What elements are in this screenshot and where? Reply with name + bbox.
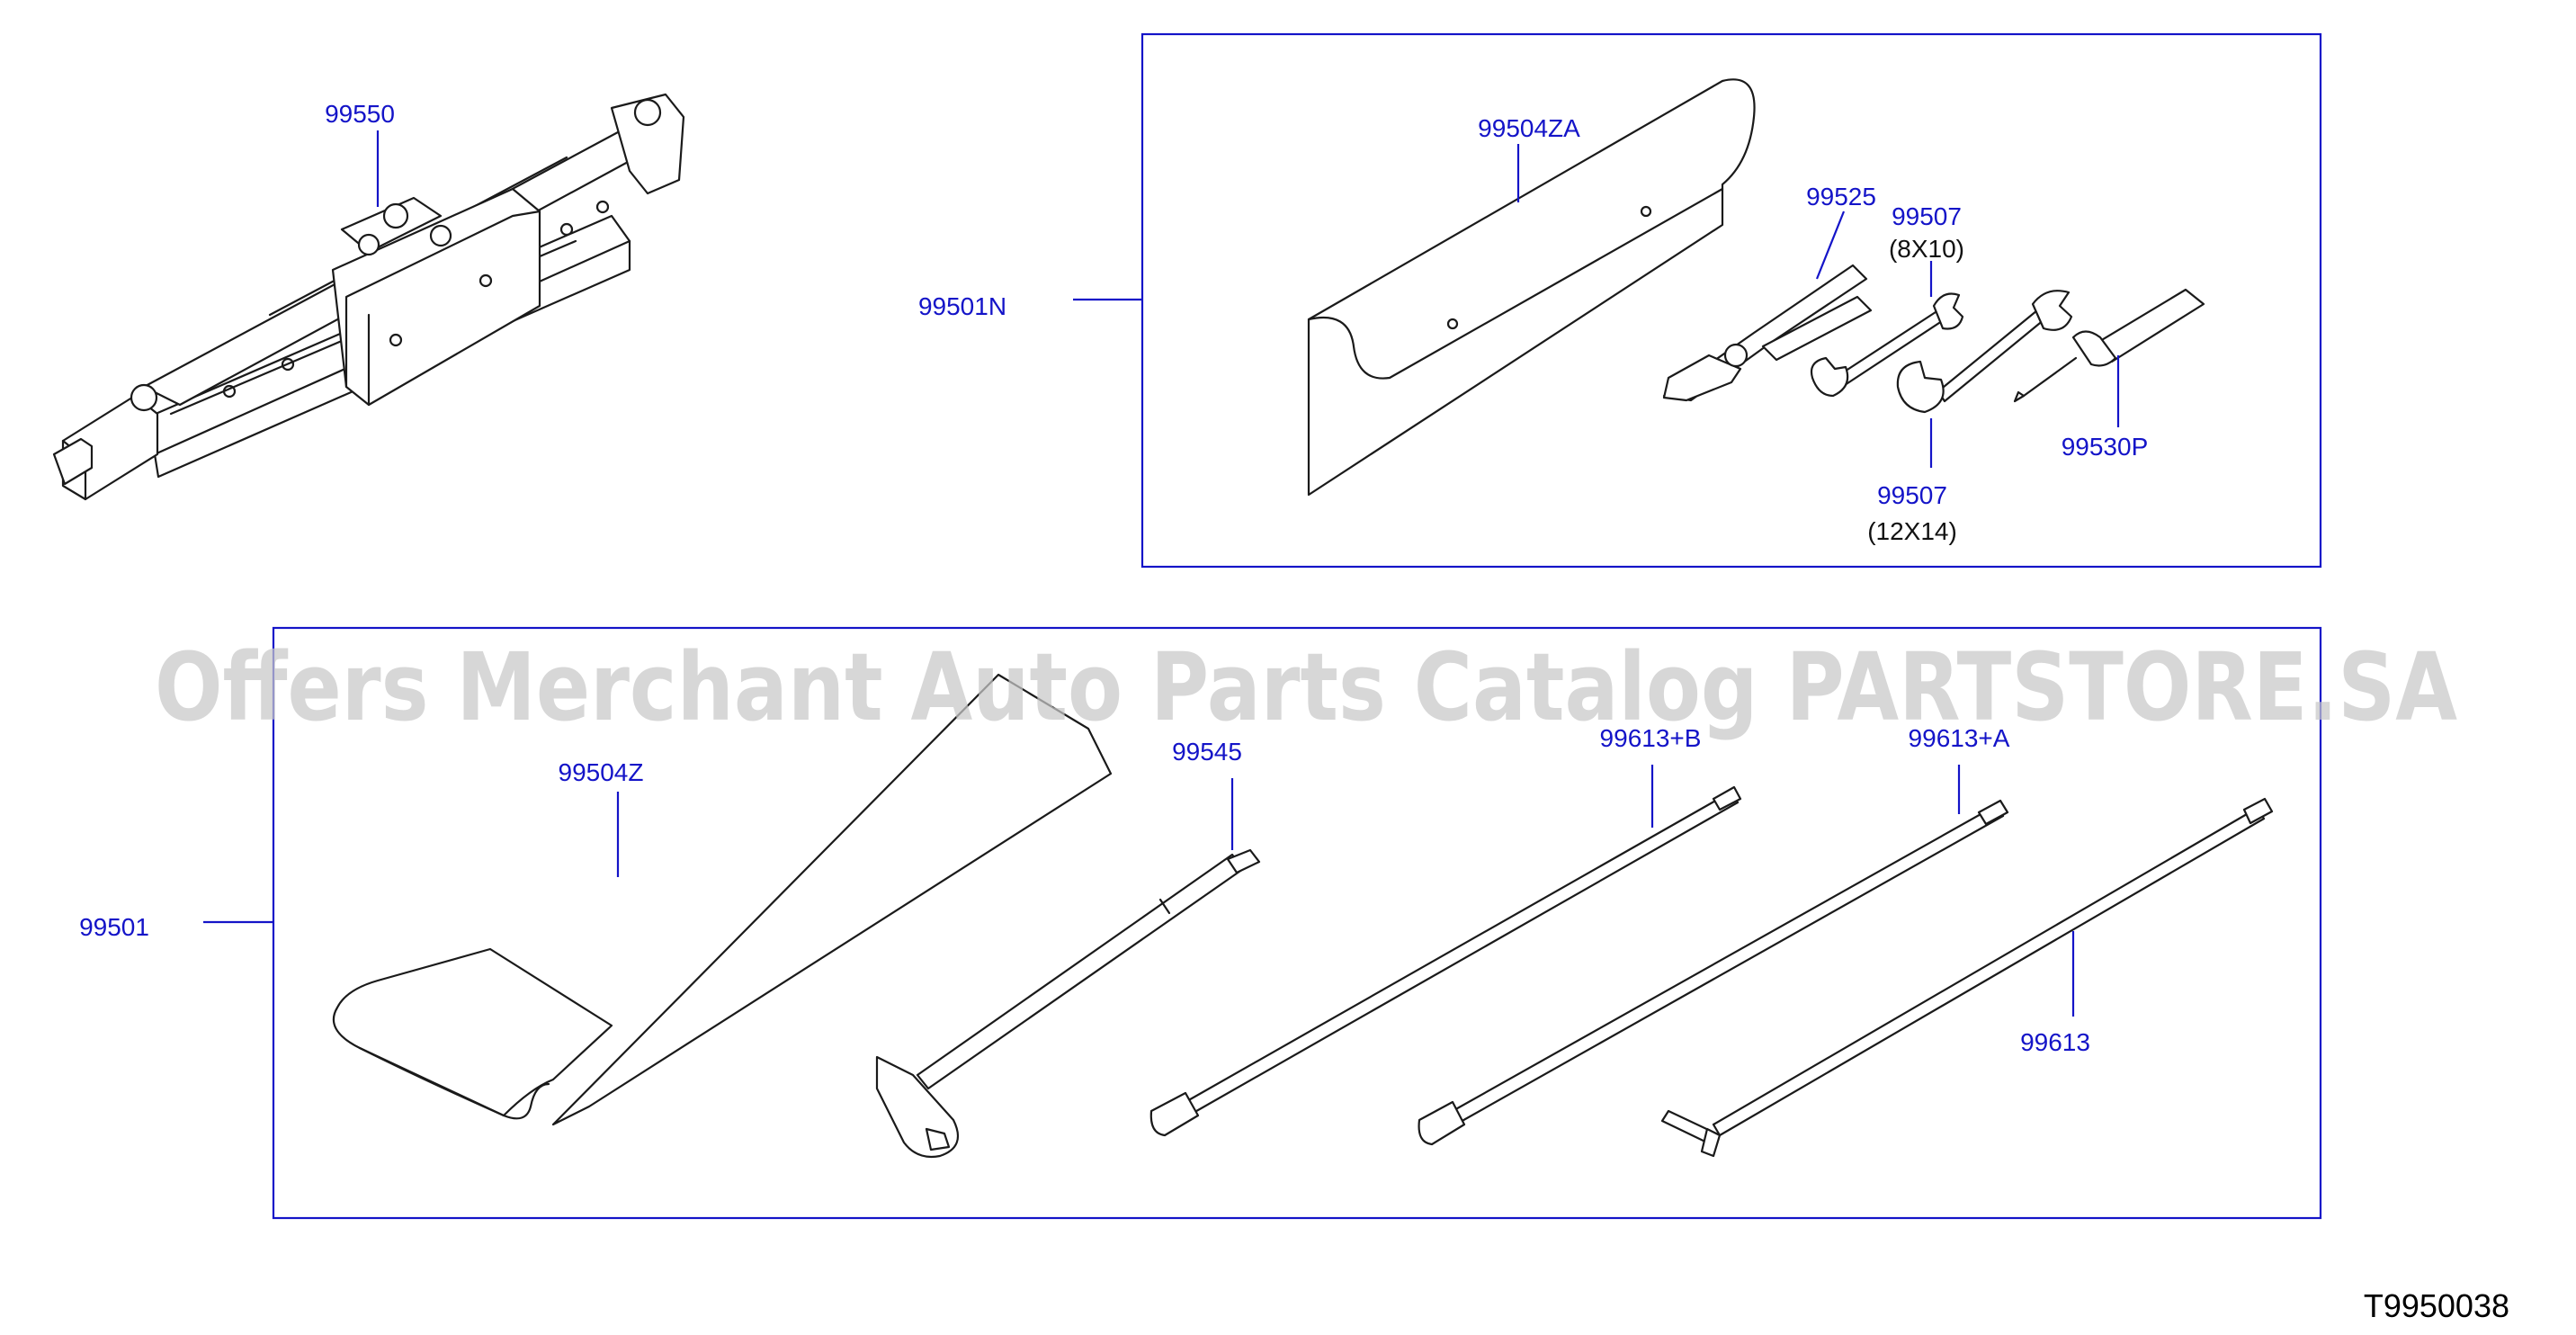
callout-rod-b: 99613+B <box>1600 724 1702 752</box>
leader-99525 <box>1815 211 1846 280</box>
wrench-small-drawing <box>1810 292 1964 398</box>
callout-tool-bag-small: 99504Z <box>559 758 644 786</box>
pliers-drawing <box>1662 264 1873 402</box>
callout-wheel-wrench: 99545 <box>1172 738 1242 766</box>
callout-wrench-large: 99507 <box>1877 481 1947 509</box>
callout-wrench-small: 99507 <box>1892 202 1962 230</box>
callout-wrench-small-size: (8X10) <box>1889 235 1964 263</box>
handle-rod-drawing <box>1660 797 2274 1158</box>
callout-wrench-large-size: (12X14) <box>1867 517 1957 545</box>
extension-rod-a-drawing <box>1418 799 2009 1146</box>
callout-rod-a: 99613+A <box>1909 724 2010 752</box>
callout-tool-bag-large: 99504ZA <box>1478 114 1580 142</box>
callout-tool-set-group: 99501N <box>918 292 1006 320</box>
tool-bag-large-drawing <box>1307 78 1756 497</box>
callout-jack: 99550 <box>325 100 395 128</box>
tool-bag-small-drawing <box>332 673 1113 1126</box>
scissor-jack-drawing <box>52 93 685 501</box>
callout-tool-kit-group: 99501 <box>79 913 149 941</box>
callout-screwdriver: 99530P <box>2062 433 2149 461</box>
diagram-code: T9950038 <box>2364 1287 2509 1324</box>
screwdriver-drawing <box>2013 288 2205 403</box>
callout-handle-rod: 99613 <box>2020 1028 2090 1056</box>
extension-rod-b-drawing <box>1149 785 1742 1137</box>
callout-pliers: 99525 <box>1806 183 1876 211</box>
wrench-large-drawing <box>1896 290 2073 414</box>
wheel-wrench-drawing <box>875 848 1261 1159</box>
watermark: Offers Merchant Auto Parts Catalog PARTS… <box>155 632 2457 742</box>
